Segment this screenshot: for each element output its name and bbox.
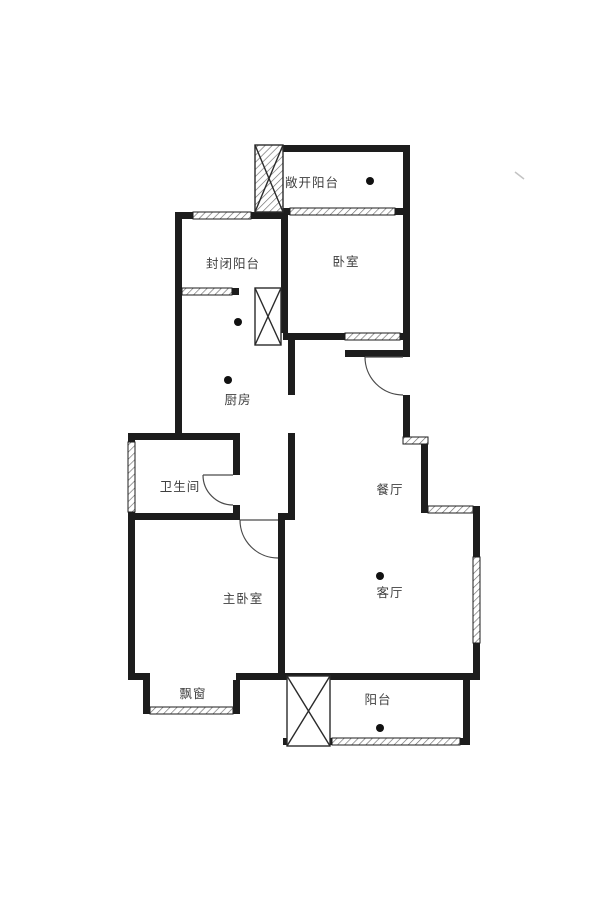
room-label-balcony: 阳台: [364, 692, 391, 707]
walls: [128, 145, 480, 745]
wall-segment: [233, 505, 240, 513]
room-label-bedroom: 卧室: [332, 254, 359, 269]
marker-dot-kitchen-top: [234, 318, 242, 326]
window-hatch: [149, 706, 234, 715]
window-hatch: [181, 287, 233, 296]
window-hatch: [192, 211, 252, 220]
stray-mark: [514, 171, 525, 180]
window-hatch: [344, 332, 401, 341]
room-label-bathroom: 卫生间: [160, 479, 201, 494]
window-hatch: [289, 207, 396, 216]
wall-segment: [143, 680, 150, 707]
marker-dot-kitchen: [224, 376, 232, 384]
room-label-bay-window: 飘窗: [179, 686, 206, 701]
wall-segment: [403, 145, 410, 357]
wall-segment: [233, 440, 240, 475]
wall-segment: [345, 350, 405, 357]
window-hatch: [331, 737, 461, 746]
marker-dot-open-balcony: [366, 177, 374, 185]
room-labels: 敞开阳台 封闭阳台 卧室 厨房 卫生间 餐厅 主卧室 客厅 飘窗 阳台: [160, 175, 403, 707]
flue-box-icon: [286, 675, 331, 747]
wall-segment: [283, 673, 473, 680]
shaft-boxes: [254, 144, 331, 747]
room-label-enclosed-balcony: 封闭阳台: [206, 256, 260, 271]
wall-segment: [128, 433, 135, 680]
wall-segment: [288, 433, 295, 520]
bathroom-door-icon: [202, 474, 234, 506]
windows: [127, 207, 481, 746]
wall-segment: [128, 513, 240, 520]
wall-segment: [233, 680, 240, 707]
master-bedroom-door-icon: [239, 519, 279, 559]
wall-segment: [463, 680, 470, 745]
flue-box-icon: [254, 287, 282, 346]
window-hatch: [427, 505, 474, 514]
doors: [202, 356, 404, 559]
wall-segment: [236, 673, 283, 680]
wall-segment: [128, 673, 150, 680]
wall-segment: [421, 437, 428, 513]
room-label-living-room: 客厅: [376, 585, 403, 600]
flue-box-icon: [254, 144, 284, 213]
wall-segment: [128, 433, 240, 440]
room-label-master-bedroom: 主卧室: [223, 591, 264, 606]
entry-door-icon: [364, 356, 404, 396]
room-label-dining-room: 餐厅: [376, 482, 403, 497]
window-hatch: [402, 436, 429, 445]
window-hatch: [472, 556, 481, 644]
wall-segment: [278, 520, 285, 673]
wall-segment: [175, 212, 182, 440]
room-label-open-balcony: 敞开阳台: [285, 175, 339, 190]
marker-dots: [224, 177, 384, 732]
wall-segment: [278, 513, 295, 520]
wall-segment: [288, 333, 295, 395]
window-hatch: [127, 441, 136, 513]
wall-segment: [255, 145, 410, 152]
marker-dot-balcony: [376, 724, 384, 732]
wall-segment: [403, 395, 410, 444]
room-label-kitchen: 厨房: [224, 392, 251, 407]
marker-dot-living-room: [376, 572, 384, 580]
wall-segment: [281, 212, 288, 333]
